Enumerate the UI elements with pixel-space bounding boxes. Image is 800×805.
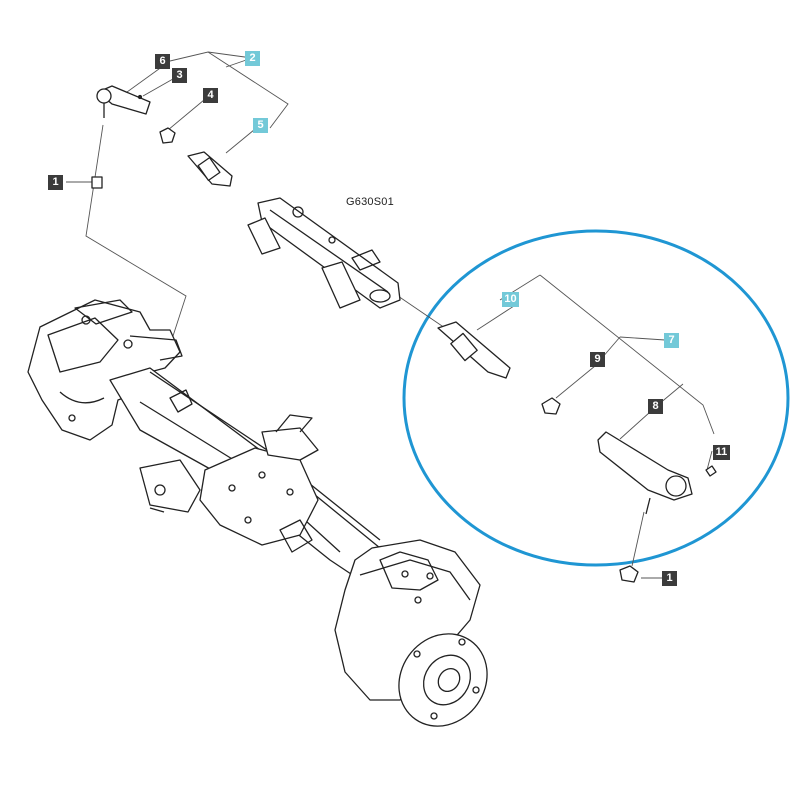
callout-3: 3	[172, 68, 187, 83]
callout-11: 11	[713, 445, 730, 460]
steering-cylinder	[247, 197, 401, 309]
highlighted-parts	[437, 321, 717, 583]
callout-4: 4	[203, 88, 218, 103]
highlight-circle	[402, 229, 790, 567]
callout-1-bottom: 1	[662, 571, 677, 586]
diagram-code: G630S01	[346, 196, 394, 208]
callout-7: 7	[664, 333, 679, 348]
callout-2: 2	[245, 51, 260, 66]
callout-10: 10	[502, 292, 519, 307]
callout-5: 5	[253, 118, 268, 133]
upper-parts	[91, 85, 233, 189]
callout-8: 8	[648, 399, 663, 414]
callout-1-top: 1	[48, 175, 63, 190]
callout-6: 6	[155, 54, 170, 69]
front-axle-assembly	[27, 299, 488, 727]
callout-9: 9	[590, 352, 605, 367]
